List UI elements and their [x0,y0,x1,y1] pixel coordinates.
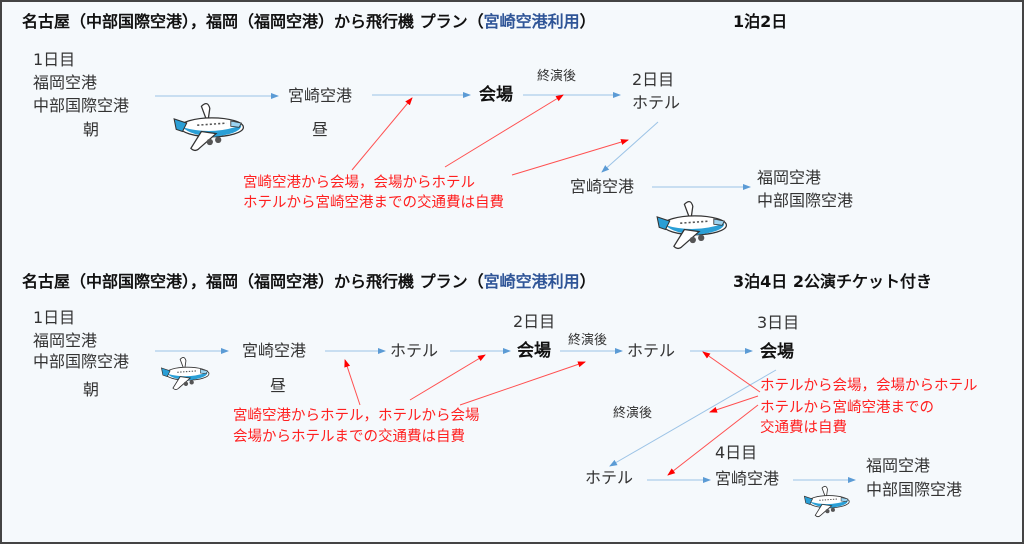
dest-airport: 中部国際空港 [757,191,854,210]
cost-note: ホテルから宮崎空港までの [760,400,934,416]
day-label: 2日目 [513,312,556,331]
cost-note: 宮崎空港からホテル，ホテルから会場 [233,408,480,424]
cost-note: 宮崎空港から会場，会場からホテル [243,175,475,191]
stop-hotel: ホテル [585,468,634,487]
note-arrow [444,94,564,168]
stop-miyazaki: 宮崎空港 [288,86,353,105]
cost-note: ホテルから会場，会場からホテル [760,378,978,394]
plan1-title: 名古屋（中部国際空港），福岡（福岡空港）から飛行機 プラン（宮崎空港利用） [22,12,596,31]
note-arrow [702,351,761,393]
plan2-title: 名古屋（中部国際空港），福岡（福岡空港）から飛行機 プラン（宮崎空港利用） [22,272,596,291]
time-label: 昼 [270,376,287,395]
cost-note: 交通費は自費 [760,420,847,436]
stop-hotel: ホテル [632,93,681,112]
airplane-icon [173,102,245,152]
day-label: 1日目 [33,308,76,327]
stop-venue: 会場 [517,341,551,361]
airplane-icon [803,485,850,518]
after-show-label: 終演後 [568,333,608,348]
stop-miyazaki: 宮崎空港 [570,177,635,196]
arrow [601,121,659,173]
note-arrow [459,361,586,406]
airplane-icon [160,356,210,391]
plan2-duration: 3泊4日 2公演チケット付き [733,272,932,291]
day-label: 4日目 [715,443,758,462]
note-arrow [344,359,361,406]
stop-miyazaki: 宮崎空港 [715,469,780,488]
note-arrow [511,139,629,176]
time-label: 朝 [83,120,100,139]
day-label: 1日目 [33,50,76,69]
origin-airport: 福岡空港 [33,73,98,92]
airplane-icon [656,200,728,250]
note-arrow [667,404,759,476]
time-label: 昼 [312,120,329,139]
dest-airport: 中部国際空港 [866,480,963,499]
cost-note: ホテルから宮崎空港までの交通費は自費 [243,195,504,211]
origin-airport: 中部国際空港 [33,352,130,371]
stop-miyazaki: 宮崎空港 [242,341,307,360]
dest-airport: 福岡空港 [757,168,822,187]
arrow [609,369,777,467]
stop-hotel: ホテル [627,341,676,360]
stop-venue: 会場 [760,342,794,362]
note-arrow [709,395,759,413]
time-label: 朝 [83,380,100,399]
origin-airport: 中部国際空港 [33,96,130,115]
day-label: 2日目 [632,70,675,89]
note-arrow [351,97,413,171]
day-label: 3日目 [757,313,800,332]
origin-airport: 福岡空港 [33,331,98,350]
dest-airport: 福岡空港 [866,456,931,475]
plan1-duration: 1泊2日 [733,12,788,31]
stop-venue: 会場 [479,85,513,105]
after-show-label: 終演後 [537,69,577,84]
cost-note: 会場からホテルまでの交通費は自費 [233,429,465,445]
note-arrow [409,354,486,401]
stop-hotel: ホテル [390,341,439,360]
after-show-label: 終演後 [613,406,653,421]
